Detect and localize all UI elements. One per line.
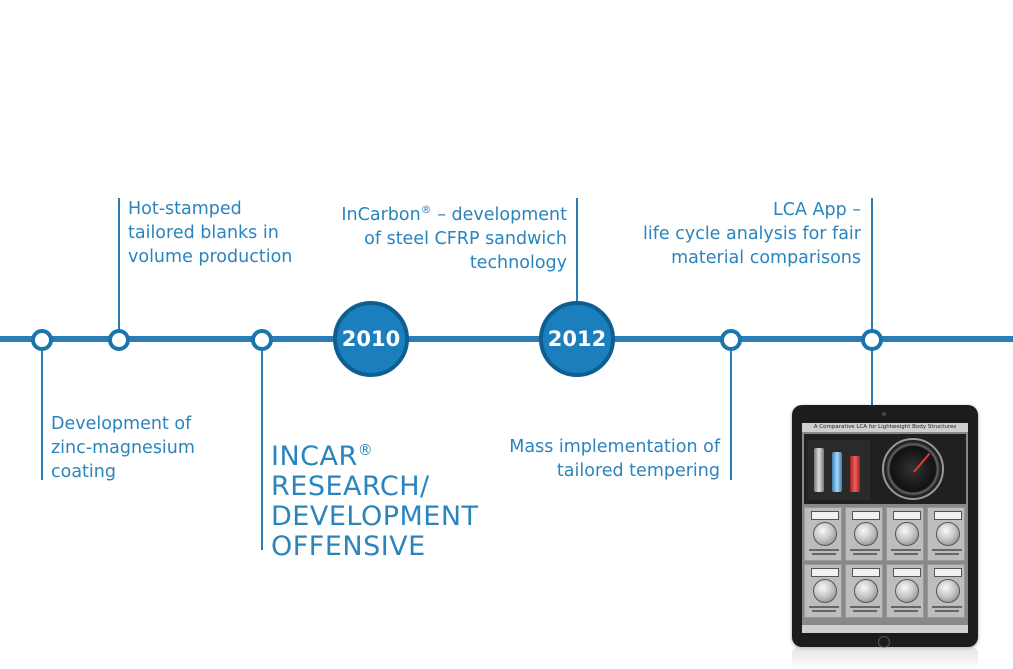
event-tempering: Mass implementation of tailored temperin… (509, 435, 720, 483)
timeline-dot-lca (861, 329, 883, 351)
tablet-image: A Comparative LCA for Lightweight Body S… (792, 405, 978, 647)
event-lca-line2: life cycle analysis for fair (643, 222, 861, 246)
event-incar-line2: RESEARCH/ (271, 472, 479, 502)
mass-bar-2 (832, 452, 842, 492)
event-incar: INCAR® RESEARCH/ DEVELOPMENT OFFENSIVE (271, 435, 479, 562)
event-hot-stamped-line2: tailored blanks in (128, 221, 292, 245)
knob-cell (845, 564, 883, 618)
timeline-dot-zinc (31, 329, 53, 351)
event-tempering-line2: tailored tempering (509, 459, 720, 483)
knob-cell (927, 564, 965, 618)
speed-gauge (882, 438, 944, 500)
knob-cell (886, 507, 924, 561)
knob-cell (886, 564, 924, 618)
knob-cell (927, 507, 965, 561)
connector-hot-stamped (118, 198, 120, 338)
event-incarbon: InCarbon® – development of steel CFRP sa… (341, 198, 567, 275)
mass-bar-3 (850, 456, 860, 492)
connector-incarbon (576, 198, 578, 308)
event-hot-stamped-line1: Hot-stamped (128, 197, 292, 221)
registered-mark: ® (358, 441, 374, 459)
event-incarbon-name: InCarbon (341, 205, 420, 225)
event-lca-line3: material comparisons (643, 246, 861, 270)
year-2012-badge: 2012 (539, 301, 615, 377)
timeline-dot-tempering (720, 329, 742, 351)
timeline-dot-hot-stamped (108, 329, 130, 351)
event-incar-name: INCAR (271, 441, 358, 472)
tablet-screen-title: A Comparative LCA for Lightweight Body S… (802, 423, 968, 432)
app-top-panel (804, 434, 966, 504)
event-lca-line1: LCA App – (643, 198, 861, 222)
event-zinc-line3: coating (51, 460, 195, 484)
event-tempering-line1: Mass implementation of (509, 435, 720, 459)
event-zinc-line2: zinc-magnesium (51, 436, 195, 460)
registered-mark: ® (421, 203, 432, 216)
knob-cell (804, 507, 842, 561)
mass-bar-1 (814, 448, 824, 492)
gauge-needle (913, 453, 930, 473)
event-zinc: Development of zinc-magnesium coating (51, 412, 195, 484)
year-2010-label: 2010 (342, 327, 400, 351)
event-incar-line4: OFFENSIVE (271, 532, 479, 562)
tablet-screen: A Comparative LCA for Lightweight Body S… (802, 423, 968, 633)
tablet-camera (882, 412, 886, 416)
connector-tempering (730, 340, 732, 480)
connector-lca (871, 198, 873, 338)
knob-cell (804, 564, 842, 618)
event-incar-line3: DEVELOPMENT (271, 502, 479, 532)
connector-zinc (41, 340, 43, 480)
tablet-reflection (792, 647, 978, 669)
event-incarbon-line2: of steel CFRP sandwich (341, 227, 567, 251)
app-bottom-bar (802, 625, 968, 633)
event-incarbon-line3: technology (341, 251, 567, 275)
knob-cell (845, 507, 883, 561)
event-hot-stamped: Hot-stamped tailored blanks in volume pr… (128, 197, 292, 269)
event-hot-stamped-line3: volume production (128, 245, 292, 269)
mass-bar-chart (808, 440, 870, 500)
event-lca-app: LCA App – life cycle analysis for fair m… (643, 198, 861, 270)
event-incarbon-dev: – development (432, 205, 567, 225)
event-zinc-line1: Development of (51, 412, 195, 436)
connector-incar (261, 340, 263, 550)
knob-grid (804, 507, 966, 623)
timeline-dot-incar (251, 329, 273, 351)
year-2012-label: 2012 (548, 327, 606, 351)
year-2010-badge: 2010 (333, 301, 409, 377)
